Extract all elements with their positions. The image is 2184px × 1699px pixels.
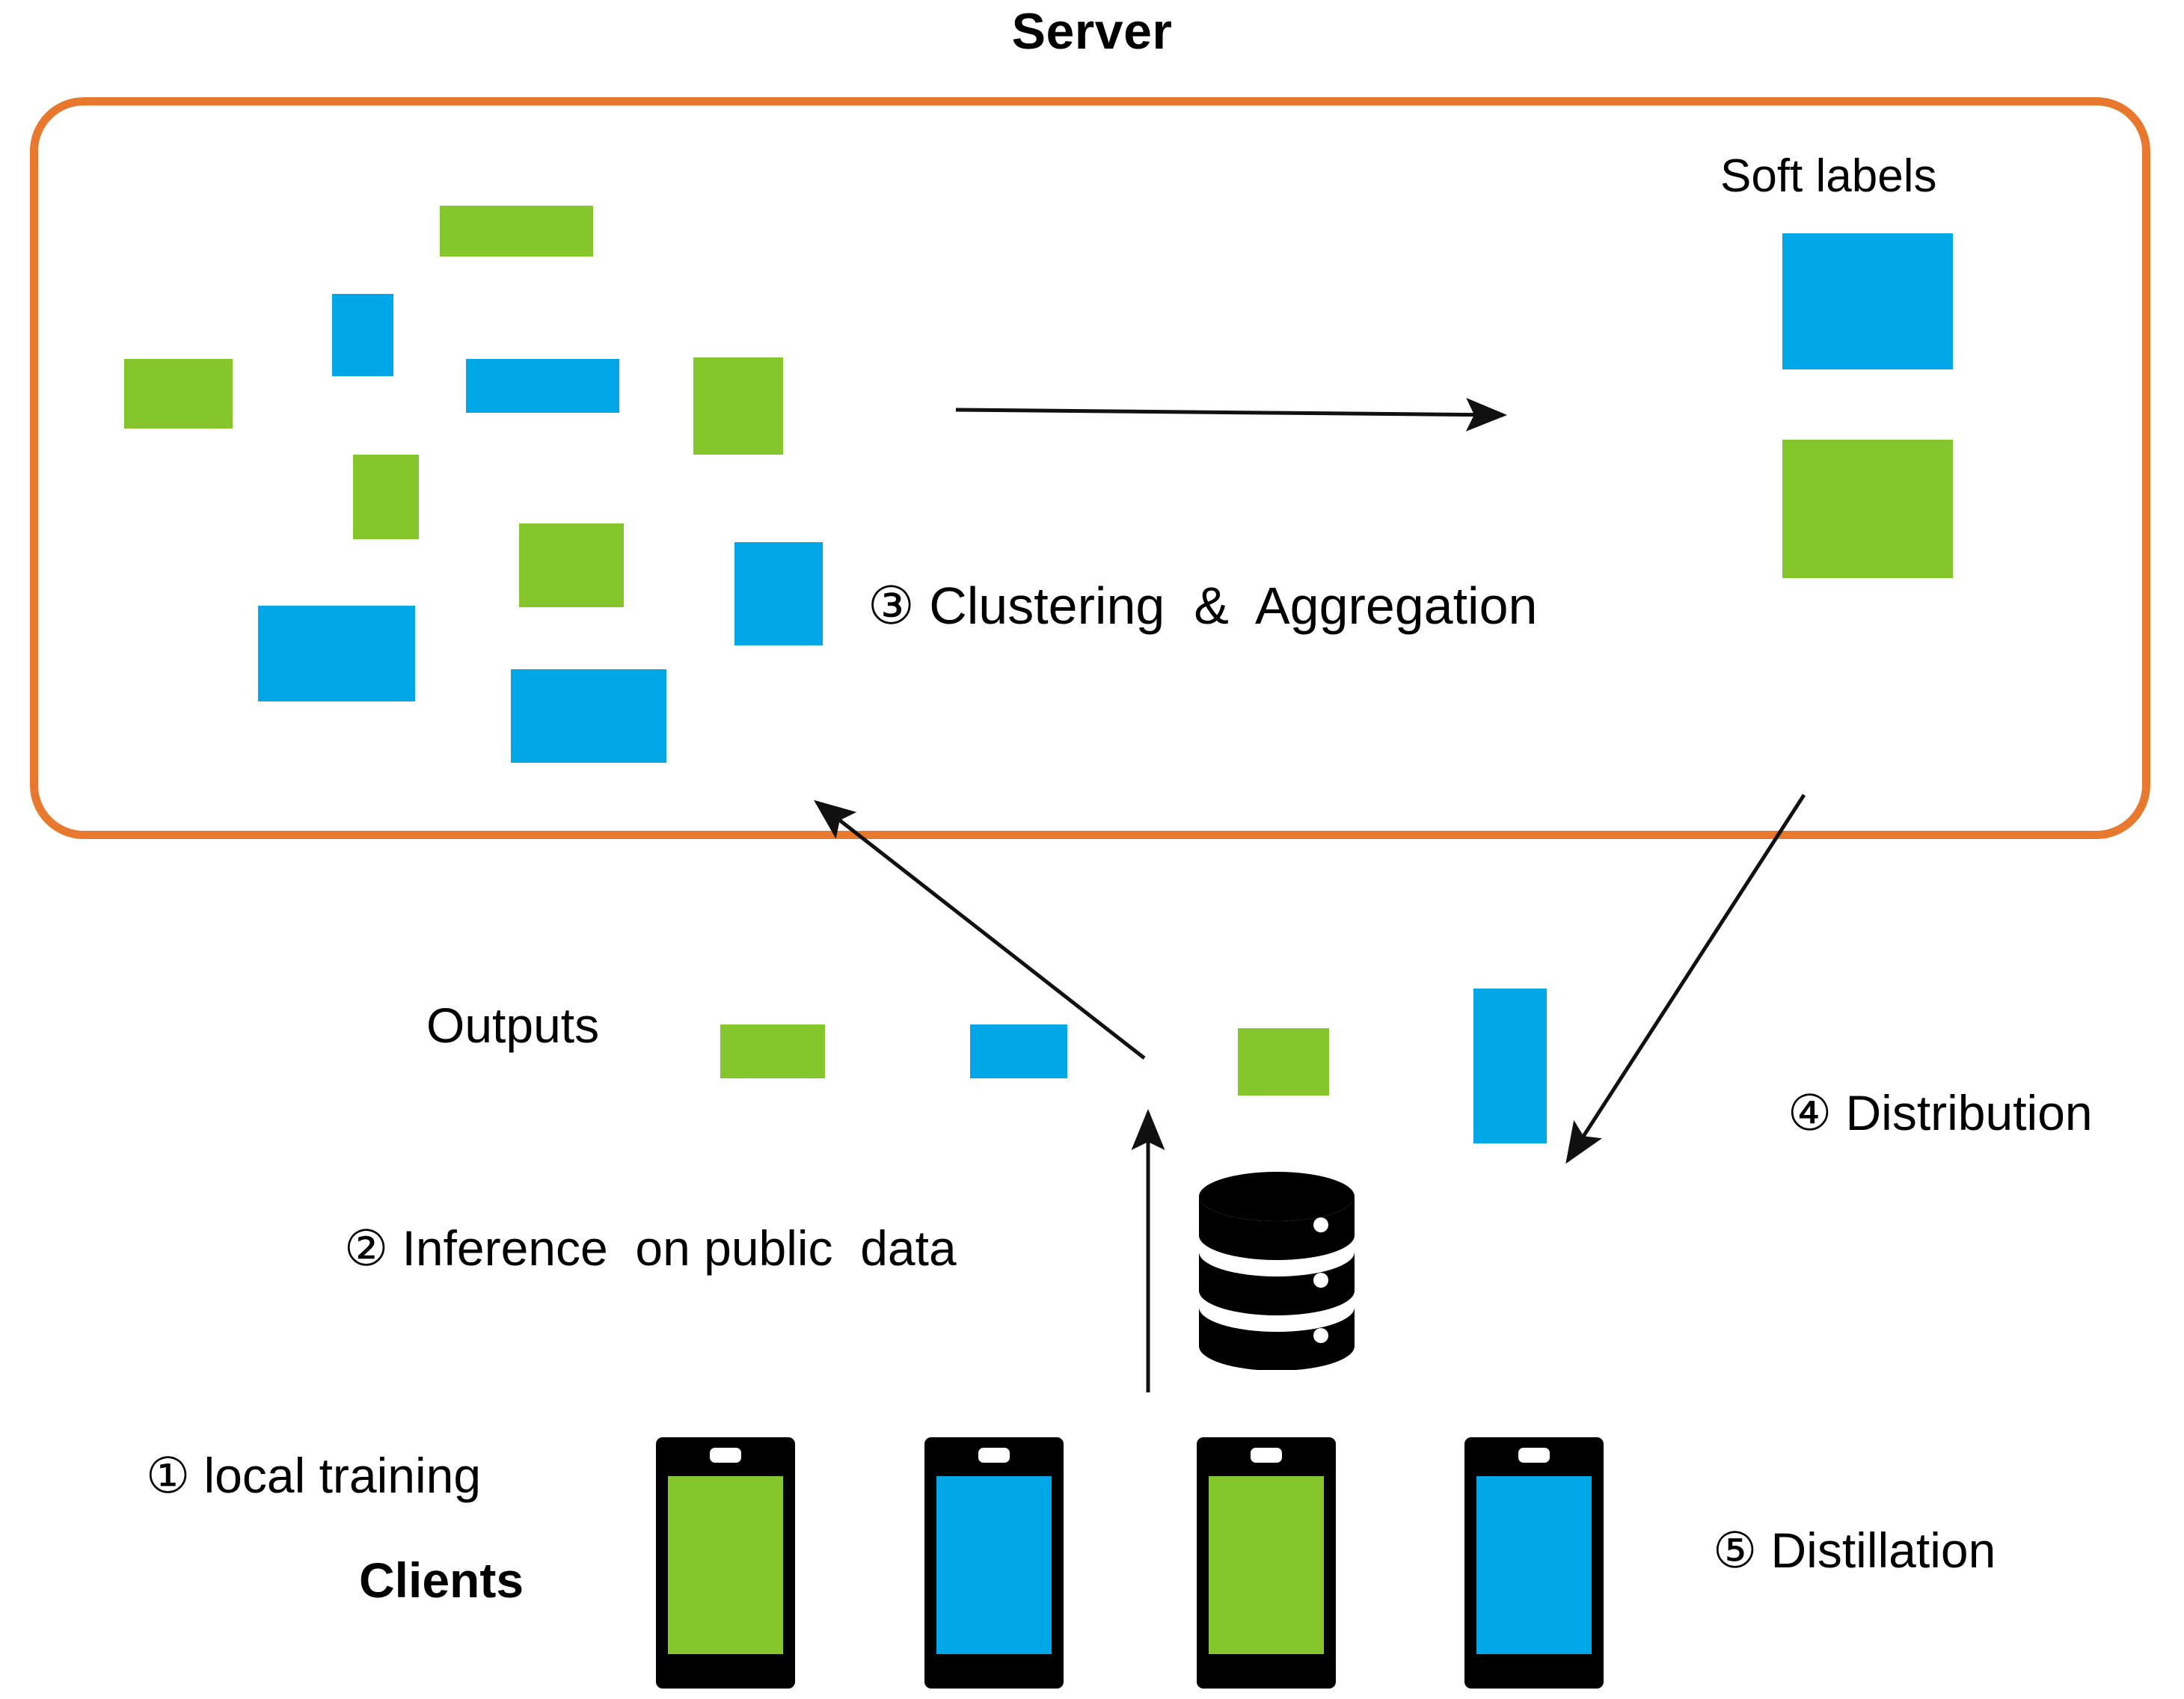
server-block [353,455,419,539]
phone-screen [1209,1476,1324,1654]
step-5-distillation-label: ⑤ Distillation [1713,1523,1996,1578]
step-4-distribution-label: ④ Distribution [1788,1085,2093,1140]
server-block [734,542,823,645]
phone-speaker-icon [1251,1448,1282,1463]
a-upload [814,799,1146,1060]
client-phone [656,1437,795,1689]
phone-speaker-icon [978,1448,1010,1463]
client-phone [1464,1437,1604,1689]
output-block [970,1024,1067,1078]
database-cylinder-icon [1193,1168,1361,1371]
server-block [258,606,415,701]
phone-screen [668,1476,783,1654]
soft-label-block [1782,233,1953,369]
a-distribution [1565,793,1806,1164]
client-phone [1197,1437,1336,1689]
outputs-label: Outputs [426,998,600,1053]
clients-label: Clients [359,1552,524,1608]
phone-screen [936,1476,1052,1654]
output-block [1238,1028,1329,1096]
phone-speaker-icon [710,1448,741,1463]
server-block [693,357,783,455]
phone-screen [1476,1476,1592,1654]
soft-label-block [1782,440,1953,578]
step-1-local-training-label: ① local training [146,1448,482,1503]
output-block [720,1024,825,1078]
output-block [1473,989,1547,1143]
step-2-inference-label: ② Inference on public data [344,1220,957,1276]
server-block [332,294,393,376]
page-title: Server [1011,3,1173,60]
phone-speaker-icon [1518,1448,1550,1463]
server-block [440,206,593,256]
server-block [466,359,619,413]
server-block [519,523,624,607]
server-block [511,669,666,763]
soft-labels-label: Soft labels [1720,150,1937,202]
client-phone [924,1437,1064,1689]
step-3-clustering-label: ③ Clustering & Aggregation [868,577,1538,635]
server-block [124,359,233,428]
